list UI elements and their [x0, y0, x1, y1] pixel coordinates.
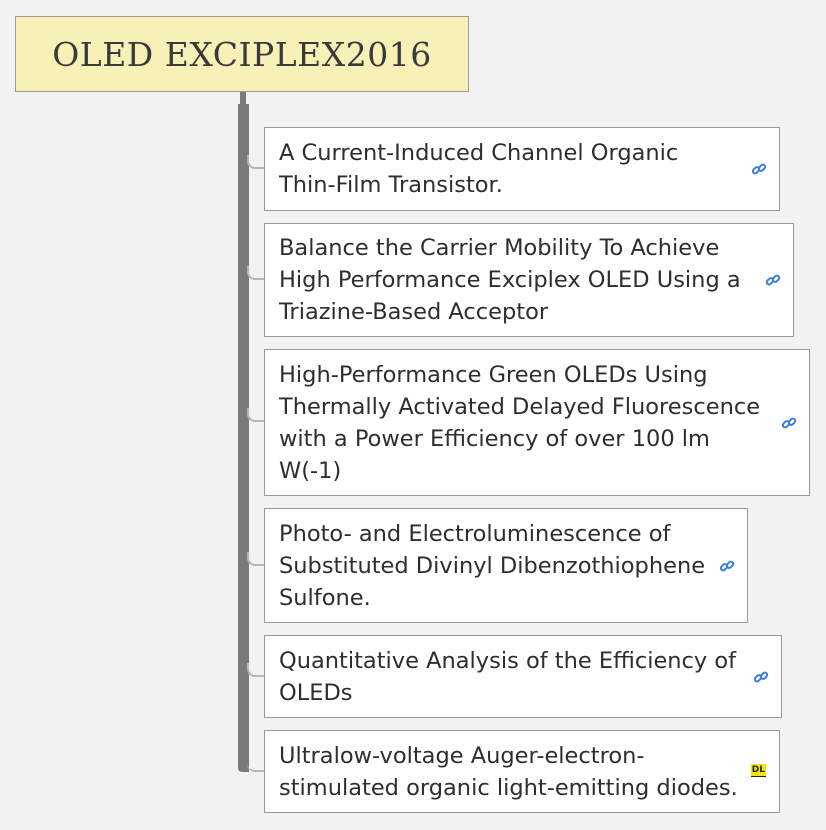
- topic-node[interactable]: Balance the Carrier Mobility To Achieve …: [264, 223, 794, 337]
- topic-label: Balance the Carrier Mobility To Achieve …: [279, 235, 741, 325]
- branch-connector: [247, 758, 265, 772]
- topic-label: Ultralow-voltage Auger-electron-stimulat…: [279, 742, 738, 801]
- topic-label: A Current-Induced Channel Organic Thin-F…: [279, 140, 679, 198]
- topic-node[interactable]: High-Performance Green OLEDs Using Therm…: [264, 349, 810, 496]
- branch-connector: [247, 266, 265, 280]
- topic-node[interactable]: A Current-Induced Channel Organic Thin-F…: [264, 127, 780, 211]
- link-icon[interactable]: [781, 415, 797, 431]
- branch-connector: [247, 663, 265, 677]
- root-topic-title: OLED EXCIPLEX2016: [52, 34, 432, 74]
- link-icon[interactable]: [765, 272, 781, 288]
- topic-label: High-Performance Green OLEDs Using Therm…: [279, 361, 761, 484]
- topic-node[interactable]: Ultralow-voltage Auger-electron-stimulat…: [264, 730, 780, 813]
- link-icon[interactable]: [753, 669, 769, 685]
- topic-label: Photo- and Electroluminescence of Substi…: [279, 520, 706, 611]
- root-topic[interactable]: OLED EXCIPLEX2016: [15, 16, 469, 92]
- topic-node[interactable]: Photo- and Electroluminescence of Substi…: [264, 508, 748, 623]
- download-badge[interactable]: DL: [750, 763, 766, 777]
- branch-connector: [247, 408, 265, 422]
- topic-node[interactable]: Quantitative Analysis of the Efficiency …: [264, 635, 782, 718]
- link-icon[interactable]: [719, 558, 735, 574]
- link-icon[interactable]: [751, 161, 767, 177]
- branch-connector: [247, 155, 265, 169]
- branch-connector: [247, 552, 265, 566]
- root-connector: [240, 92, 246, 106]
- trunk-connector: [238, 104, 249, 772]
- topic-label: Quantitative Analysis of the Efficiency …: [279, 647, 737, 706]
